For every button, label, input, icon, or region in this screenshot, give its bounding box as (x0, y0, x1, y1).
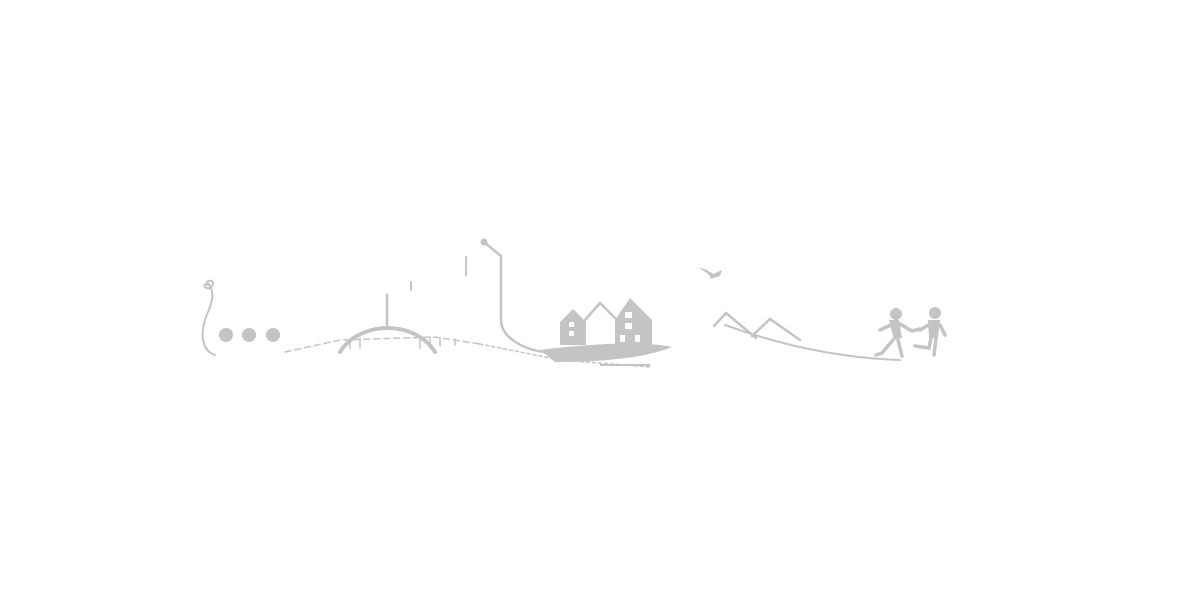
loading-dot (266, 328, 280, 342)
loading-dot (219, 328, 233, 342)
bridge-icon (284, 256, 481, 354)
loading-dots (219, 328, 280, 342)
children-running-icon (874, 307, 947, 358)
mountains-icon (712, 311, 901, 361)
houses-icon (540, 298, 672, 366)
scroll-flourish-icon (201, 279, 216, 356)
loading-dot (242, 328, 256, 342)
bird-icon (699, 268, 722, 279)
